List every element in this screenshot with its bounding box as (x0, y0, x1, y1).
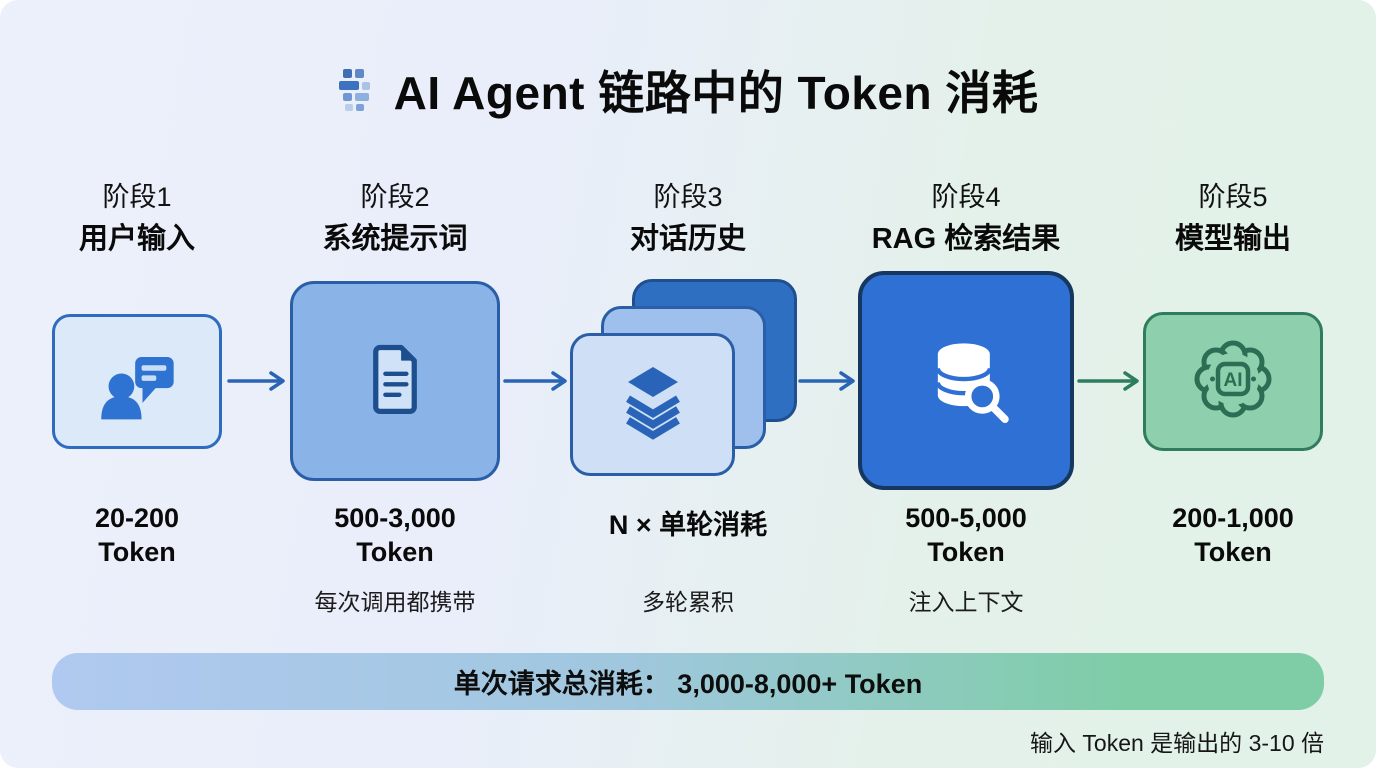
summary-banner: 单次请求总消耗： 3,000-8,000+ Token (52, 653, 1324, 710)
document-icon (353, 337, 437, 426)
stage-1-token-range: 20-200 (94, 503, 180, 533)
stage-4-phase-label: 阶段4 (931, 182, 1001, 212)
stage-2-box (290, 281, 500, 481)
stage-1-box (52, 314, 222, 449)
summary-text: 单次请求总消耗： 3,000-8,000+ Token (453, 669, 923, 699)
brain-ai-icon-label: AI (1224, 370, 1243, 391)
stage-2-token-unit: Token (356, 537, 434, 567)
stage-4-box (858, 271, 1074, 490)
stage-5-token-unit: Token (1194, 537, 1272, 567)
stage-3-stack-card-front (570, 333, 735, 476)
stage-3-token-range: N × 单轮消耗 (608, 510, 768, 540)
stage-1: 阶段1 用户输入 20-200 Token (27, 175, 247, 620)
database-search-icon (914, 326, 1018, 435)
stage-2: 阶段2 系统提示词 500-3,000 Token 每次调用都携带 (275, 175, 515, 620)
brain-ai-icon: AI (1185, 331, 1281, 432)
page-header: AI Agent 链路中的 Token 消耗 (0, 56, 1376, 124)
stage-1-token-unit: Token (98, 537, 176, 567)
stage-5-phase-label: 阶段5 (1198, 182, 1268, 212)
stage-2-phase-label: 阶段2 (360, 182, 430, 212)
stage-1-phase-label: 阶段1 (102, 182, 172, 212)
stage-4-name-label: RAG 检索结果 (871, 223, 1061, 255)
stage-2-token-range: 500-3,000 (334, 503, 456, 533)
footnote: 输入 Token 是输出的 3-10 倍 (1030, 730, 1324, 756)
stage-3-note: 多轮累积 (642, 589, 734, 615)
stage-3: 阶段3 对话历史 N × 单轮消耗 多轮累积 (558, 175, 818, 620)
stage-3-name-label: 对话历史 (629, 223, 746, 255)
stage-4: 阶段4 RAG 检索结果 500-5,000 Token 注入上下文 (846, 175, 1086, 620)
stage-5: 阶段5 模型输出 AI (1123, 175, 1343, 620)
layers-icon (613, 360, 693, 449)
user-chat-icon (93, 335, 181, 428)
stage-1-name-label: 用户输入 (78, 223, 195, 255)
stage-2-name-label: 系统提示词 (322, 223, 468, 255)
stage-5-token-range: 200-1,000 (1172, 503, 1294, 533)
stage-5-box: AI (1143, 312, 1323, 451)
stage-5-name-label: 模型输出 (1174, 223, 1291, 255)
page-title: AI Agent 链路中的 Token 消耗 (393, 67, 1039, 119)
token-blocks-icon (338, 68, 378, 112)
stage-4-token-unit: Token (927, 537, 1005, 567)
stage-4-note: 注入上下文 (908, 589, 1024, 615)
stage-3-phase-label: 阶段3 (653, 182, 723, 212)
stage-2-note: 每次调用都携带 (314, 589, 476, 615)
stage-4-token-range: 500-5,000 (905, 503, 1027, 533)
